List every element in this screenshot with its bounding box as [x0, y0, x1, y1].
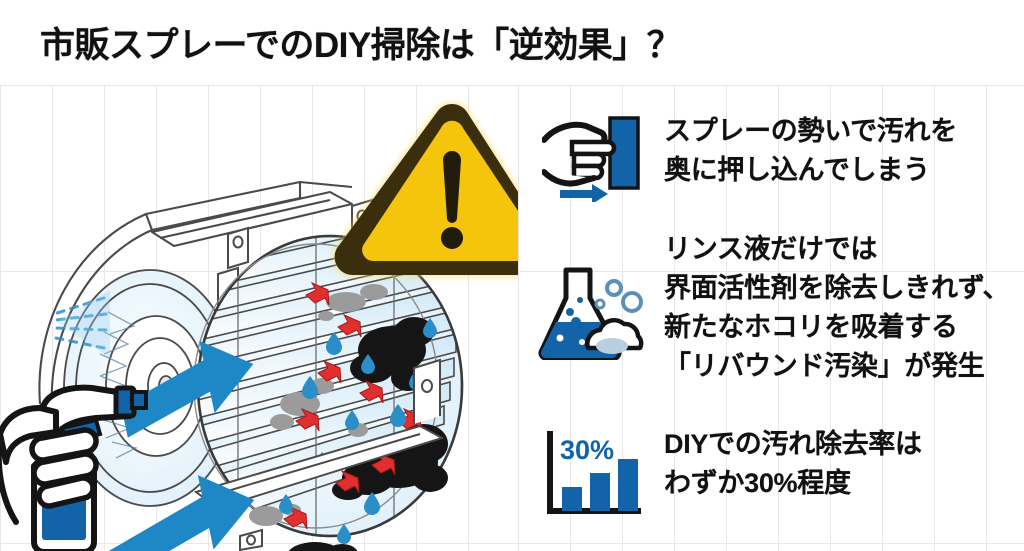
points-column: スプレーの勢いで汚れを 奥に押し込んでしまう — [530, 92, 1024, 551]
title-bar: 市販スプレーでのDIY掃除は「逆効果」？ — [0, 0, 1024, 85]
column-divider — [518, 86, 519, 551]
bar-1 — [562, 487, 582, 511]
page-title: 市販スプレーでのDIY掃除は「逆効果」？ — [40, 26, 682, 65]
sirocco-fan-illustration — [0, 86, 518, 551]
point-2-line-2: 界面活性剤を除去しきれず、 — [664, 273, 1010, 303]
chart-data-label: 30% — [560, 435, 614, 465]
spray-cone — [56, 290, 110, 358]
point-3-line-2: わずか30%程度 — [664, 468, 851, 498]
point-3-line-1: DIYでの汚れ除去率は — [664, 429, 922, 459]
point-2-line-4: 「リバウンド汚染」が発生 — [664, 351, 985, 381]
point-2-text: リンス液だけでは 界面活性剤を除去しきれず、 新たなホコリを吸着する 「リバウン… — [664, 230, 1010, 386]
spray-mist — [52, 296, 108, 350]
point-item-spray-pressure: スプレーの勢いで汚れを 奥に押し込んでしまう — [541, 112, 957, 204]
point-1-line-2: 奥に押し込んでしまう — [664, 155, 930, 185]
blue-push-arrows — [107, 340, 255, 551]
bar-chart-30-percent-icon: 30% — [542, 430, 646, 521]
point-2-line-3: 新たなホコリを吸着する — [664, 312, 958, 342]
warning-triangle-icon — [334, 104, 518, 275]
point-1-line-1: スプレーの勢いで汚れを — [664, 116, 957, 146]
point-3-text: DIYでの汚れ除去率は わずか30%程度 — [664, 425, 922, 503]
hand-pushing-wall-icon — [541, 116, 646, 204]
point-item-removal-rate: 30% DIYでの汚れ除去率は わずか30%程度 — [542, 425, 922, 521]
point-1-text: スプレーの勢いで汚れを 奥に押し込んでしまう — [664, 112, 957, 190]
flask-foam-icon — [536, 264, 652, 361]
bar-2 — [590, 473, 610, 511]
point-item-rinse-residue: リンス液だけでは 界面活性剤を除去しきれず、 新たなホコリを吸着する 「リバウン… — [536, 230, 1010, 386]
bar-3 — [618, 459, 638, 511]
point-2-line-1: リンス液だけでは — [664, 234, 878, 264]
hand-with-spray-bottle — [0, 384, 148, 551]
